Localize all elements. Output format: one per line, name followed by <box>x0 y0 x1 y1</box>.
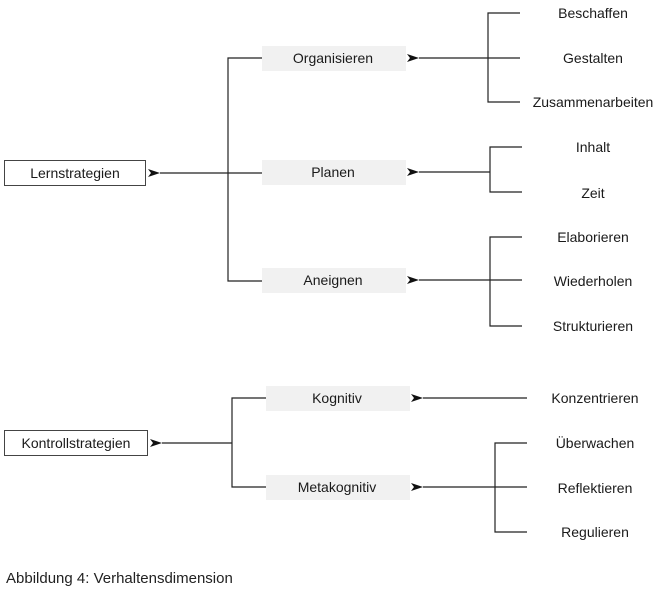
node-metakognitiv: Metakognitiv <box>297 479 377 495</box>
leaf-zusammenarbeiten: Zusammenarbeiten <box>532 94 654 110</box>
bracket-aneignen <box>489 236 522 327</box>
shade-kognitiv <box>266 386 410 411</box>
leaf-konzentrieren: Konzentrieren <box>551 390 639 406</box>
leaf-ueberwachen: Überwachen <box>555 435 635 451</box>
shade-organisieren <box>262 46 406 71</box>
leaf-elaborieren: Elaborieren <box>557 229 629 245</box>
bracket-planen <box>489 146 522 193</box>
leaf-gestalten: Gestalten <box>563 50 623 66</box>
node-aneignen: Aneignen <box>303 272 363 288</box>
leaf-regulieren: Regulieren <box>561 524 629 540</box>
shade-aneignen <box>262 268 406 293</box>
leaf-zeit: Zeit <box>581 185 605 201</box>
shade-metakognitiv <box>266 475 410 500</box>
root-lernstrategien: Lernstrategien <box>4 160 146 186</box>
bracket-kontrollstrategien <box>231 397 266 488</box>
leaf-wiederholen: Wiederholen <box>553 273 633 289</box>
bracket-lernstrategien <box>227 57 262 282</box>
node-planen: Planen <box>311 164 355 180</box>
node-kognitiv: Kognitiv <box>312 390 362 406</box>
shade-planen <box>262 160 406 185</box>
bracket-metakognitiv <box>494 442 527 533</box>
leaf-inhalt: Inhalt <box>575 139 611 155</box>
node-organisieren: Organisieren <box>292 50 374 66</box>
root-kontrollstrategien: Kontrollstrategien <box>4 430 148 456</box>
figure-caption: Abbildung 4: Verhaltensdimension <box>6 570 233 587</box>
leaf-beschaffen: Beschaffen <box>558 5 628 21</box>
leaf-reflektieren: Reflektieren <box>557 480 633 496</box>
leaf-strukturieren: Strukturieren <box>552 318 634 334</box>
